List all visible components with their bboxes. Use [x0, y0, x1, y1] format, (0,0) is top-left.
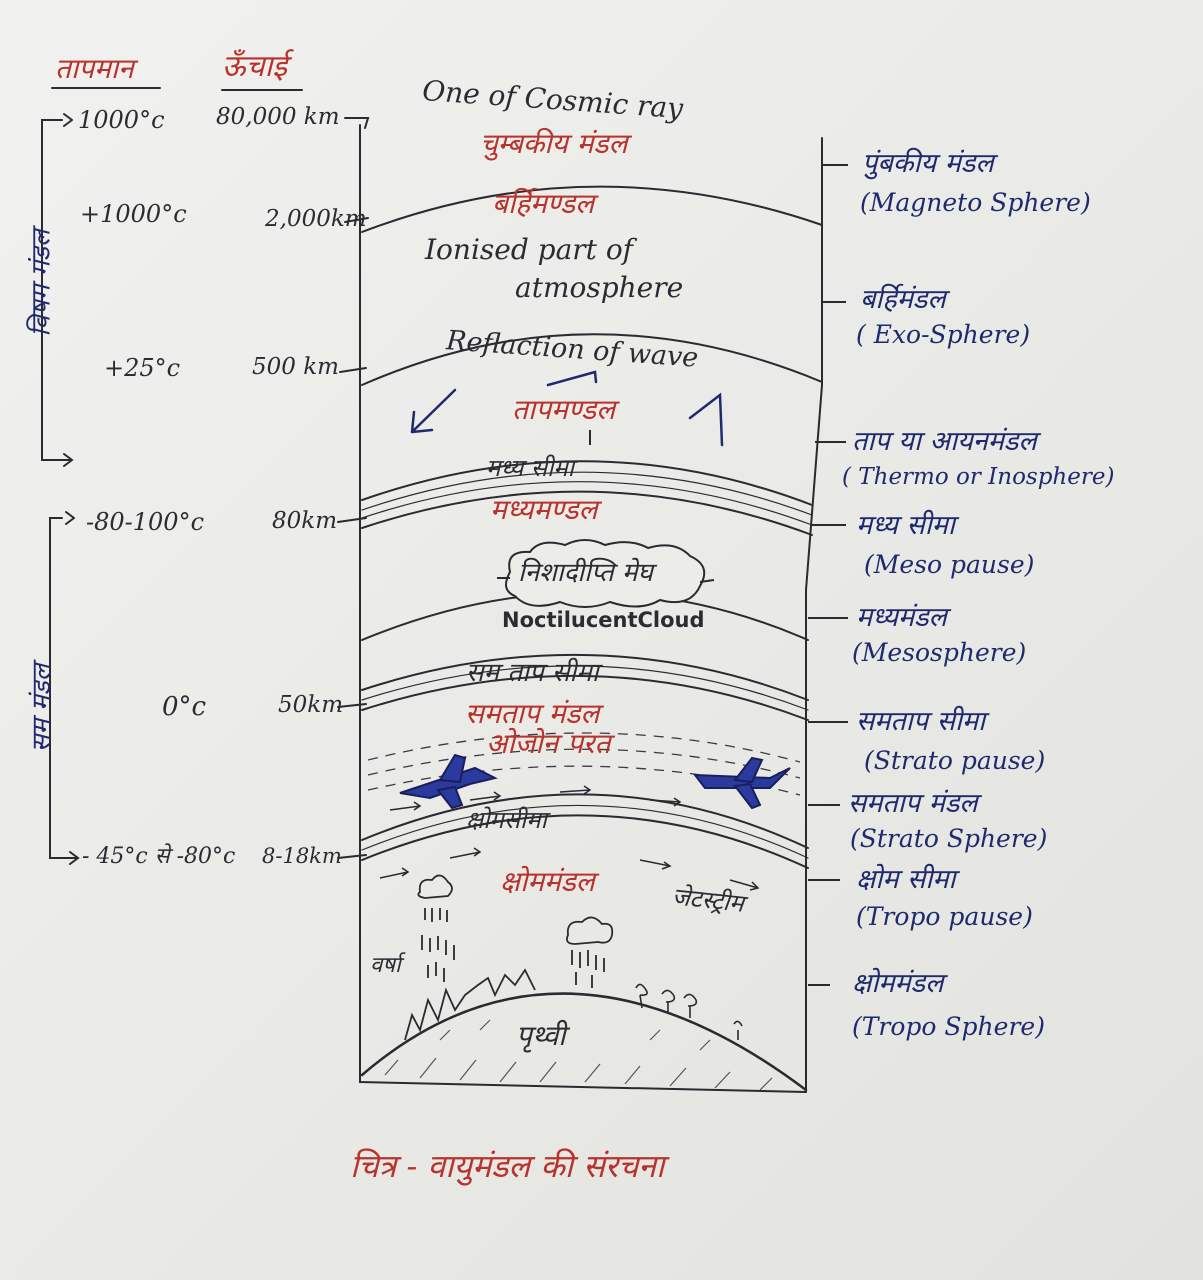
temperature-value: -80-100°c: [86, 508, 205, 536]
tick-50: [337, 703, 367, 708]
atmosphere-label: atmosphere: [515, 271, 684, 304]
heterosphere-label: विषम मंडल: [26, 229, 57, 337]
right-label-english: (Strato Sphere): [850, 824, 1048, 853]
thermosphere-boundary: [361, 333, 823, 386]
trees-icon: [635, 983, 743, 1040]
stratopause-band-bottom: [361, 674, 809, 721]
upper-bracket: [41, 119, 74, 467]
altitude-value: 2,000km: [265, 206, 367, 232]
right-label-hindi: क्षोम सीमा: [856, 864, 956, 895]
tick-80: [337, 517, 367, 523]
right-label-hindi: क्षोममंडल: [852, 968, 944, 999]
earth-hatching: [384, 1019, 773, 1091]
mesopause-band-line2: [361, 481, 813, 526]
right-label-english: (Mesosphere): [852, 638, 1027, 667]
jet-stream-label: जेटस्ट्रीम: [670, 882, 746, 918]
homosphere-label: सम मंडल: [27, 663, 58, 753]
airplane-icon: [399, 753, 498, 810]
thermosphere-inner-label: तापमण्डल: [512, 393, 616, 426]
tropopause-band-bottom: [361, 814, 809, 869]
mountains-icon: [404, 968, 536, 1041]
ozone-layer-label: ओजोन परत: [486, 727, 611, 760]
altitude-value: 80,000 km: [216, 104, 340, 130]
mesopause-band-bottom: [361, 490, 813, 536]
altitude-value: 50km: [278, 692, 344, 718]
right-label-english: (Tropo pause): [856, 902, 1033, 931]
tropopause-band-top: [361, 793, 809, 849]
box-right-join: [805, 384, 823, 591]
magnetosphere-inner-label: चुम्बकीय मंडल: [480, 127, 628, 160]
temperature-header: तापमान: [55, 52, 134, 85]
noctilucent-cloud-label: NoctilucentCloud: [502, 608, 705, 632]
tick-500: [339, 367, 367, 373]
mesosphere-inner-label: मध्यमण्डल: [490, 493, 598, 526]
stratopause-band-top: [361, 653, 809, 701]
right-label-english: (Magneto Sphere): [860, 188, 1091, 217]
right-pointers: [808, 164, 848, 986]
temperature-value: +25°c: [104, 354, 181, 382]
tropopause-band-line1: [361, 804, 809, 859]
stratopause-inner-label: सम ताप सीमा: [466, 658, 599, 688]
mesopause-inner-label: मध्य सीमा: [486, 454, 574, 482]
tick-2000: [344, 217, 369, 223]
altitude-value: 8-18km: [262, 844, 342, 868]
rain-label: वर्षा: [370, 953, 401, 978]
right-label-english: ( Thermo or Inosphere): [842, 464, 1115, 490]
tick-8-18: [337, 854, 367, 859]
right-label-english: (Meso pause): [864, 550, 1035, 579]
temperature-value: 1000°c: [78, 106, 165, 134]
altitude-value: 500 km: [252, 354, 339, 380]
earth-surface: [360, 992, 808, 1092]
lower-bracket: [49, 517, 80, 865]
exosphere-inner-label: बर्हिमण्डल: [492, 187, 595, 220]
stratosphere-inner-label: समताप मंडल: [465, 697, 600, 730]
airplane-icon: [692, 756, 791, 810]
right-label-hindi: बर्हिमंडल: [860, 284, 946, 315]
rain-cloud-icon: [566, 916, 614, 988]
right-label-english: ( Exo-Sphere): [856, 320, 1031, 349]
exosphere-boundary: [361, 185, 823, 233]
right-label-hindi: समताप सीमा: [856, 706, 986, 737]
noctilucent-cloud-hindi-label: निशादीप्ति मेघ: [518, 558, 653, 588]
ionised-label: Ionised part of: [425, 233, 634, 266]
figure-caption: चित्र - वायुमंडल की संरचना: [350, 1147, 665, 1185]
ozone-layer-dashes: [367, 732, 801, 796]
troposphere-inner-label: क्षोममंडल: [500, 865, 595, 898]
tropopause-inner-label: क्षोमसीमा: [466, 806, 547, 834]
right-label-hindi: मध्य सीमा: [856, 510, 955, 541]
right-label-hindi: पुंबकीय मंडल: [862, 148, 994, 179]
right-label-english: (Tropo Sphere): [852, 1012, 1045, 1041]
altitude-value: 80km: [272, 508, 338, 534]
earth-label: पृथ्वी: [516, 1019, 566, 1052]
box-left-bottom: [359, 124, 807, 1093]
stratopause-band-line1: [361, 665, 809, 711]
temperature-value: +1000°c: [80, 200, 187, 228]
temperature-value: 0°c: [162, 692, 207, 722]
right-label-english: (Strato pause): [864, 746, 1046, 775]
reflection-arrows: [410, 370, 724, 447]
mesopause-band-line1: [361, 471, 813, 516]
rain-cloud-icon: [417, 874, 455, 982]
tick-80000: [344, 117, 370, 129]
jet-stream-arrows: [379, 785, 760, 891]
altitude-header: ऊँचाई: [222, 49, 288, 84]
right-label-hindi: मध्यमंडल: [856, 602, 947, 633]
right-label-hindi: समताप मंडल: [848, 788, 978, 819]
right-label-hindi: ताप या आयनमंडल: [852, 426, 1037, 457]
temperature-value: - 45°c से -80°c: [82, 844, 236, 869]
noctilucent-cloud-shape: [505, 539, 706, 608]
mesopause-band-top: [361, 460, 813, 506]
